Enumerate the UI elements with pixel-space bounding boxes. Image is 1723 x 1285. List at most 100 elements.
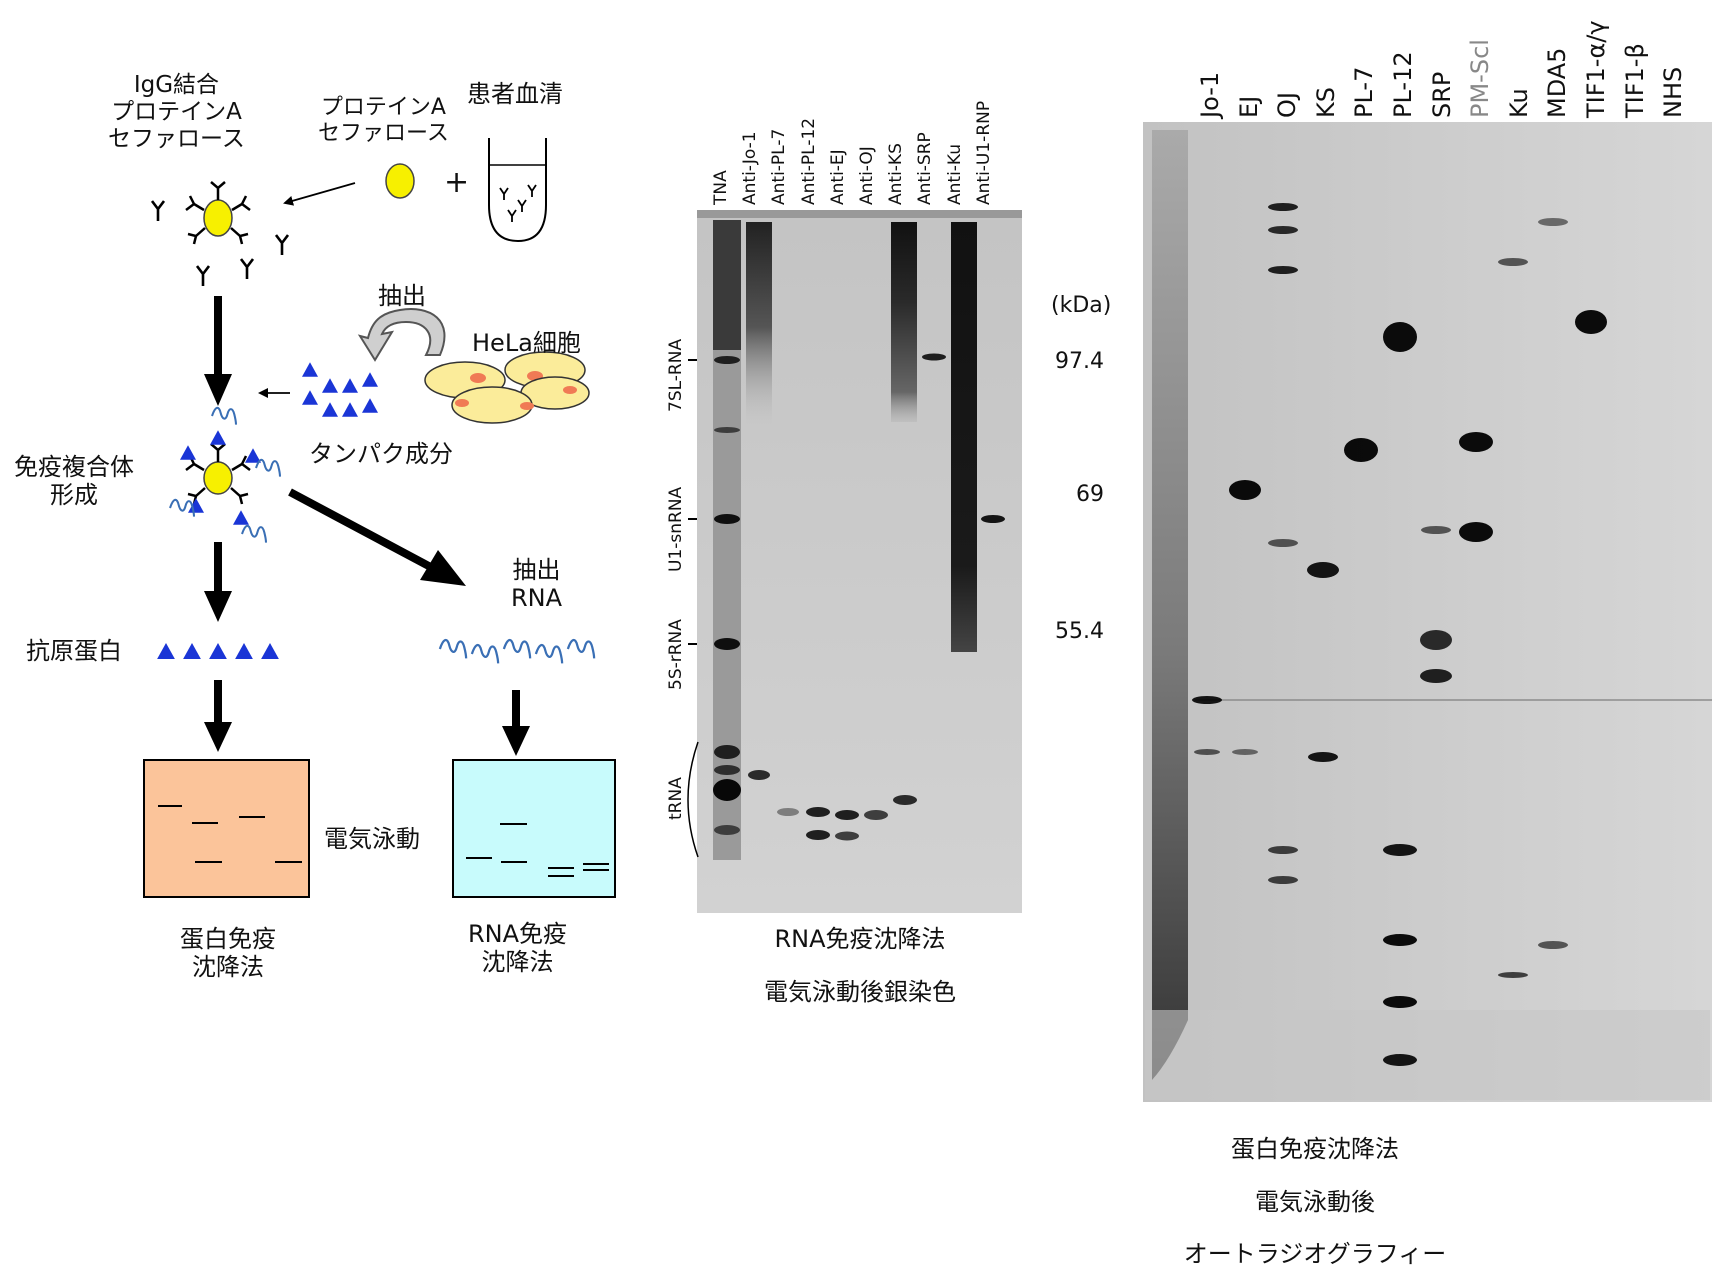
rna-gel-band <box>714 638 740 650</box>
protein-gel-band <box>1420 630 1452 650</box>
protein-gel-band <box>1268 266 1298 274</box>
rna-gel-band <box>777 808 799 816</box>
protein-gel-band <box>1383 322 1417 352</box>
protein-gel-band <box>1192 696 1222 704</box>
kda-unit-label: (kDa) <box>1051 293 1112 318</box>
rna-gel-bands <box>713 353 1005 841</box>
rna-lane-label: Anti-PL-7 <box>769 128 790 205</box>
immune-complex <box>168 406 282 544</box>
rna-marker-label: U1-snRNA <box>666 486 686 572</box>
rna-lane-label: Anti-Jo-1 <box>740 131 761 205</box>
protein-lane-label: PM-Scl <box>1466 39 1495 118</box>
curved-extract-arrow <box>357 308 446 362</box>
hela-label: HeLa細胞 <box>472 329 581 357</box>
protein-gel-band <box>1232 749 1258 755</box>
rna-gel-band <box>714 514 740 524</box>
protein-gel-band <box>1420 669 1452 683</box>
kda-marker-69: 69 <box>1076 482 1104 507</box>
protein-lane-label: OJ <box>1273 92 1302 118</box>
rna-gel-band <box>806 807 830 817</box>
rna-marker-label: 7SL-RNA <box>666 338 686 412</box>
igg-sepharose-label: IgG結合 プロテインA セファロース <box>108 72 245 153</box>
protein-lane-label: NHS <box>1659 66 1688 118</box>
protein-lane-label: SRP <box>1427 71 1456 118</box>
rna-gel-band <box>748 770 770 780</box>
protein-gel-band <box>1383 934 1417 946</box>
rna-lane-label: Anti-SRP <box>915 132 936 205</box>
rna-gel-band <box>714 356 740 364</box>
hela-cells <box>424 351 590 424</box>
rna-gel-band <box>835 831 859 841</box>
protein-gel-band <box>1268 876 1298 884</box>
rna-ip-label: RNA免疫 沈降法 <box>468 920 568 977</box>
protein-lane-label: TIF1-β <box>1620 43 1649 118</box>
protein-gel-band <box>1538 218 1568 226</box>
protein-gel-caption-line2: 電気泳動後 <box>1255 1188 1375 1216</box>
protein-gel-band <box>1308 752 1338 762</box>
extract-label: 抽出 <box>378 282 426 310</box>
protein-gel-band <box>1538 941 1568 949</box>
immune-complex-label: 免疫複合体 形成 <box>14 453 134 510</box>
protein-gel-band <box>1268 846 1298 854</box>
rna-lane-label: Anti-OJ <box>857 146 877 205</box>
protein-gel-caption-line3: オートラジオグラフィー <box>1183 1240 1447 1268</box>
rna-gel-box <box>452 759 616 898</box>
protein-gel-band <box>1344 438 1378 462</box>
rna-gel-band <box>714 765 740 775</box>
protein-components-label: タンパク成分 <box>309 440 453 468</box>
protein-ip-label: 蛋白免疫 沈降法 <box>180 925 276 982</box>
kda-marker-55: 55.4 <box>1055 619 1104 644</box>
protein-lane-label: EJ <box>1234 95 1263 118</box>
extracted-rna-squiggles <box>438 638 596 665</box>
rna-gel-band <box>835 810 859 820</box>
protein-gel-box <box>143 759 310 898</box>
electrophoresis-label: 電気泳動 <box>324 825 420 853</box>
rna-lane-label: Anti-KS <box>886 143 907 205</box>
rna-gel-band <box>714 427 740 433</box>
rna-gel-image <box>697 210 1022 913</box>
plus-sign: + <box>444 165 470 200</box>
protein-lane-label: KS <box>1311 87 1340 118</box>
kda-marker-97: 97.4 <box>1055 349 1104 374</box>
protein-gel-band <box>1194 749 1220 755</box>
protein-lane-label: TIF1-α/γ <box>1582 20 1610 118</box>
protein-lane-label: Ku <box>1504 88 1533 118</box>
rna-gel-band <box>714 825 740 835</box>
protein-a-bead <box>385 163 415 199</box>
rna-gel-band <box>713 779 741 801</box>
protein-component-triangles <box>302 362 378 417</box>
flow-arrows <box>204 296 530 756</box>
protein-a-label: プロテインA セファロース <box>318 95 449 146</box>
rna-lane-label: Anti-EJ <box>827 149 848 205</box>
antigen-label: 抗原蛋白 <box>26 637 122 665</box>
rna-gel-band <box>893 795 917 805</box>
rna-marker-label: tRNA <box>666 777 686 820</box>
protein-gel-image <box>1143 122 1712 1102</box>
protein-gel-band <box>1383 996 1417 1008</box>
protein-gel-band <box>1575 310 1607 334</box>
rna-lane-label: Anti-Ku <box>944 143 965 205</box>
protein-gel-band <box>1383 844 1417 856</box>
extract-rna-label: 抽出 RNA <box>511 556 563 613</box>
protein-gel-band <box>1459 432 1493 452</box>
rna-marker-ticks <box>687 359 699 858</box>
serum-tube-icon <box>488 138 547 243</box>
rna-lane-label: TNA <box>711 170 731 205</box>
protein-lane-label: PL-7 <box>1350 66 1379 118</box>
protein-gel-band <box>1459 522 1493 542</box>
serum-label: 患者血清 <box>467 80 563 108</box>
rna-lane-label: Anti-U1-RNP <box>973 100 994 205</box>
protein-gel-band <box>1383 1054 1417 1066</box>
protein-gel-band <box>1268 226 1298 234</box>
protein-gel-band <box>1498 258 1528 266</box>
rna-gel-caption-line1: RNA免疫沈降法 <box>774 925 946 953</box>
rna-gel-band <box>864 810 888 820</box>
protein-gel-band <box>1268 203 1298 211</box>
protein-gel-band <box>1268 539 1298 547</box>
protein-lane-label: MDA5 <box>1543 47 1572 118</box>
igg-sepharose-bead <box>151 181 289 287</box>
rna-gel-band <box>981 515 1005 523</box>
protein-lane-label: Jo-1 <box>1196 71 1224 118</box>
rna-gel-band <box>714 745 740 759</box>
